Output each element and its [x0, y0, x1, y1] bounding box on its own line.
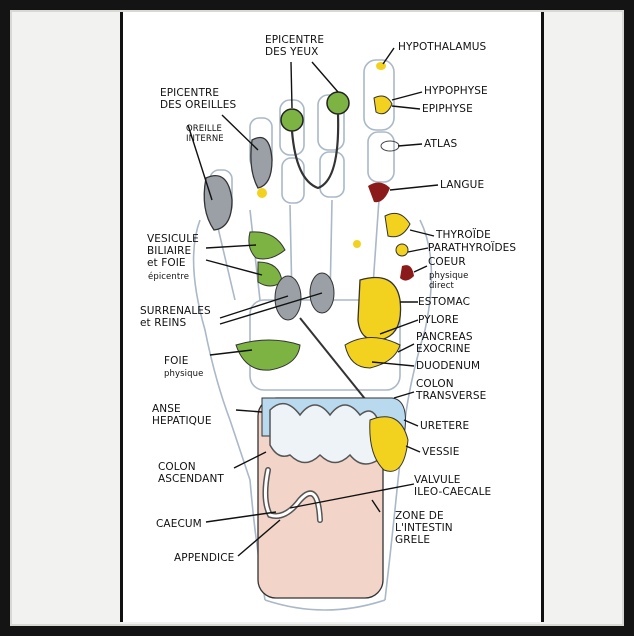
intestine-zone [257, 397, 409, 599]
label-vesicule: VESICULE BILIAIRE et FOIE [147, 233, 199, 269]
label-vesicule-sub: épicentre [148, 272, 190, 282]
label-colon-transverse: COLON TRANSVERSE [416, 378, 487, 402]
label-pylore: PYLORE [418, 314, 459, 326]
panel-border-left [120, 12, 123, 622]
label-oreille-interne: OREILLE INTERNE [186, 124, 224, 144]
label-atlas: ATLAS [424, 138, 458, 150]
label-epiphyse: EPIPHYSE [422, 103, 473, 115]
label-thyroide: THYROÏDE [436, 229, 491, 241]
label-duodenum: DUODENUM [416, 360, 481, 372]
label-vessie: VESSIE [422, 446, 460, 458]
label-estomac: ESTOMAC [418, 296, 471, 308]
panel-border-right [541, 12, 544, 622]
label-colon-ascendant: COLON ASCENDANT [158, 461, 224, 485]
liver-organs [235, 231, 301, 371]
label-epicentre-yeux: EPICENTRE DES YEUX [265, 34, 325, 58]
label-pancreas: PANCREAS EXOCRINE [416, 331, 473, 355]
label-zone-intestin: ZONE DE L'INTESTIN GRELE [395, 510, 453, 546]
label-foie-sub: physique [164, 369, 204, 379]
label-epicentre-oreilles: EPICENTRE DES OREILLES [160, 87, 237, 111]
label-valvule: VALVULE ILEO-CAECALE [414, 474, 492, 498]
label-surrenales: SURRENALES et REINS [140, 305, 211, 329]
label-coeur-sub: physique direct [429, 271, 469, 291]
label-caecum: CAECUM [156, 518, 202, 530]
label-anse: ANSE HEPATIQUE [152, 403, 212, 427]
label-appendice: APPENDICE [174, 552, 235, 564]
label-foie: FOIE [164, 355, 189, 367]
eye-points [280, 91, 350, 190]
digestive-organs [344, 276, 402, 369]
gland-points [353, 62, 414, 281]
label-langue: LANGUE [440, 179, 485, 191]
label-hypophyse: HYPOPHYSE [424, 85, 488, 97]
label-hypothalamus: HYPOTHALAMUS [398, 41, 487, 53]
ear-points [203, 136, 273, 231]
label-coeur: COEUR [428, 256, 466, 268]
leader-lines [187, 47, 439, 557]
label-parathyroides: PARATHYROÏDES [428, 242, 517, 254]
label-uretere: URETERE [420, 420, 470, 432]
